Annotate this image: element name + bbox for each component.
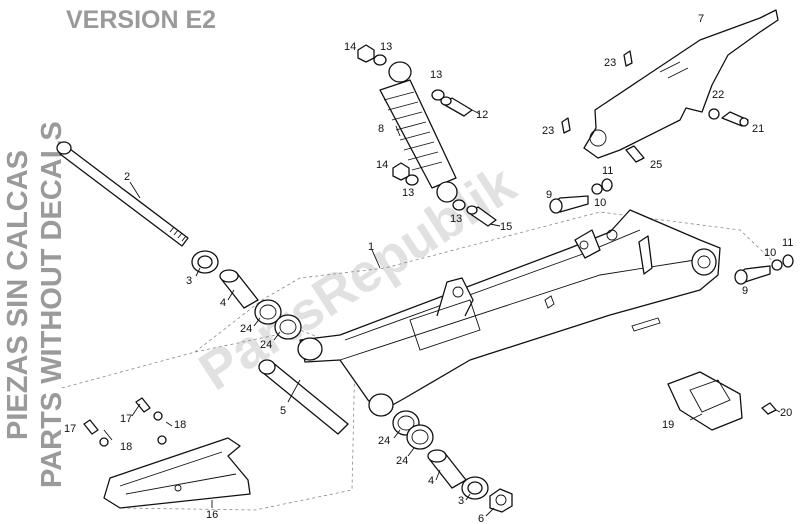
callout-8: 8 bbox=[378, 123, 384, 135]
assembly-outline-upper bbox=[194, 211, 781, 353]
callout-13-d: 13 bbox=[450, 213, 462, 225]
bolt-9-lower bbox=[734, 265, 771, 285]
callout-10-lower: 10 bbox=[764, 247, 776, 259]
callout-6: 6 bbox=[478, 513, 484, 524]
callout-19: 19 bbox=[662, 419, 674, 431]
callout-18-b: 18 bbox=[120, 441, 132, 453]
pivot-tube bbox=[258, 359, 349, 435]
callout-24-c: 24 bbox=[378, 435, 390, 447]
bushing-ring-upper bbox=[191, 250, 219, 274]
screw-17-b bbox=[135, 397, 151, 413]
callout-4-lower: 4 bbox=[428, 475, 434, 487]
washer-18-b bbox=[153, 411, 163, 421]
callout-24-d: 24 bbox=[396, 455, 408, 467]
callout-13-b: 13 bbox=[430, 69, 442, 81]
callout-4-upper: 4 bbox=[220, 297, 226, 309]
callout-17-a: 17 bbox=[64, 423, 76, 435]
callout-23-lower: 23 bbox=[542, 125, 554, 137]
callout-16: 16 bbox=[206, 509, 218, 521]
callout-labels: 1 2 3 3 4 4 5 6 7 8 9 9 10 10 11 11 12 1… bbox=[64, 13, 793, 524]
bolt-9-upper bbox=[549, 195, 589, 214]
bearing-upper-2 bbox=[274, 314, 302, 340]
chain-slider bbox=[103, 437, 251, 509]
bolt-15 bbox=[466, 205, 497, 227]
assembly-outline-lower bbox=[61, 329, 356, 511]
callout-9-lower: 9 bbox=[742, 285, 748, 297]
washer-13-lower-b bbox=[452, 199, 466, 211]
callout-5: 5 bbox=[280, 405, 286, 417]
side-label-spanish: PIEZAS SIN CALCAS bbox=[2, 150, 34, 440]
callout-3-upper: 3 bbox=[186, 275, 192, 287]
callout-24-a: 24 bbox=[240, 323, 252, 335]
washer-18-a bbox=[99, 437, 109, 447]
chain-slider-block bbox=[667, 371, 743, 431]
callout-10-upper: 10 bbox=[594, 197, 606, 209]
washer-18-c bbox=[157, 435, 167, 445]
bolt-25 bbox=[625, 145, 645, 163]
swingarm bbox=[297, 209, 721, 417]
washer-10-lower bbox=[771, 259, 783, 271]
spacer-sleeve-upper bbox=[219, 269, 259, 309]
bushing-ring-lower bbox=[461, 476, 489, 500]
bearing-lower-2 bbox=[406, 424, 434, 450]
cap-11-upper bbox=[601, 178, 613, 192]
swingarm-axle bbox=[56, 141, 189, 247]
callout-22: 22 bbox=[712, 89, 724, 101]
callout-1: 1 bbox=[368, 241, 374, 253]
leader-lines bbox=[103, 109, 781, 517]
callout-18-a: 18 bbox=[174, 419, 186, 431]
washer-13-mid bbox=[431, 89, 445, 101]
chain-guard bbox=[583, 9, 779, 159]
clip-23-lower bbox=[561, 117, 571, 134]
version-title: VERSION E2 bbox=[66, 6, 216, 34]
washer-13-lower-a bbox=[405, 174, 419, 186]
callout-9-upper: 9 bbox=[546, 189, 552, 201]
clip-23-upper bbox=[623, 50, 633, 67]
bolt-12 bbox=[440, 96, 473, 117]
cap-11-lower bbox=[782, 254, 794, 268]
callout-2: 2 bbox=[124, 171, 130, 183]
side-label-english: PARTS WITHOUT DECALS bbox=[36, 121, 68, 488]
callout-13-a: 13 bbox=[380, 41, 392, 53]
callout-14-upper: 14 bbox=[344, 41, 356, 53]
bolt-21 bbox=[721, 111, 749, 127]
axle-nut bbox=[489, 488, 513, 513]
callout-17-b: 17 bbox=[120, 413, 132, 425]
callout-7: 7 bbox=[698, 13, 704, 25]
callout-24-b: 24 bbox=[260, 339, 272, 351]
callout-11-lower: 11 bbox=[782, 237, 793, 249]
shock-absorber bbox=[379, 61, 458, 203]
callout-12: 12 bbox=[476, 109, 488, 121]
callout-3-lower: 3 bbox=[458, 495, 464, 507]
callout-20: 20 bbox=[780, 407, 792, 419]
callout-14-lower: 14 bbox=[376, 159, 388, 171]
screw-20 bbox=[761, 402, 777, 415]
callout-15: 15 bbox=[500, 221, 512, 233]
callout-25: 25 bbox=[650, 159, 662, 171]
callout-11-upper: 11 bbox=[602, 165, 613, 177]
callout-21: 21 bbox=[752, 123, 764, 135]
nut-14-upper bbox=[357, 44, 375, 63]
washer-22 bbox=[708, 108, 720, 120]
callout-13-c: 13 bbox=[402, 187, 414, 199]
screw-17-a bbox=[83, 419, 99, 435]
bearing-upper-1 bbox=[254, 299, 282, 325]
washer-13-upper bbox=[373, 54, 387, 66]
callout-23-upper: 23 bbox=[604, 57, 616, 69]
washer-10-upper bbox=[591, 183, 603, 195]
